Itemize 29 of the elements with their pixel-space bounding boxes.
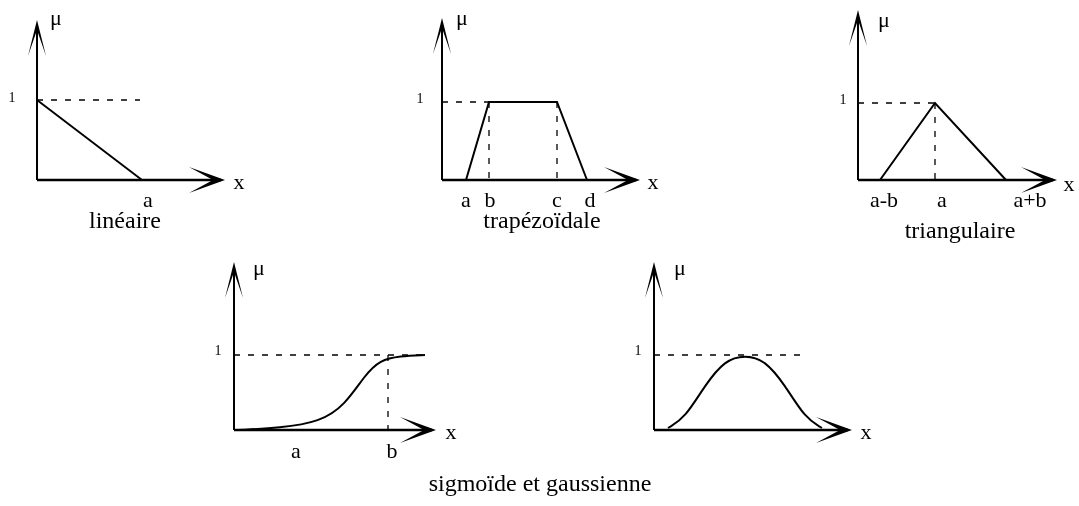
axis-label: μ — [878, 9, 890, 31]
axis-label: μ — [253, 257, 265, 279]
axis-label: μ — [50, 7, 62, 29]
tick-label: c — [552, 189, 562, 211]
axis-label: x — [233, 171, 245, 193]
axis-label: x — [445, 421, 457, 443]
chart-caption: linéaire — [89, 208, 161, 232]
tick-label: b — [484, 189, 496, 211]
tick-label: d — [584, 189, 596, 211]
tick-label: 1 — [634, 344, 642, 358]
tick-label: 1 — [839, 93, 847, 107]
tick-label: a — [461, 189, 471, 211]
chart-caption: trapézoïdale — [483, 208, 601, 232]
tick-label: 1 — [416, 92, 424, 106]
tick-label: a — [143, 189, 153, 211]
axis-label: x — [647, 171, 659, 193]
axis-label: x — [860, 421, 872, 443]
axis-label: μ — [456, 7, 468, 29]
axis-label: μ — [674, 257, 686, 279]
axis-label: x — [1063, 173, 1075, 195]
tick-label: a — [291, 440, 301, 462]
tick-label: a+b — [1013, 189, 1047, 211]
tick-label: a — [937, 189, 947, 211]
tick-label: a-b — [869, 189, 899, 211]
tick-label: 1 — [214, 344, 222, 358]
tick-label: 1 — [8, 91, 16, 105]
tick-label: b — [386, 440, 398, 462]
chart-caption: triangulaire — [904, 218, 1016, 242]
figure-caption: sigmoïde et gaussienne — [428, 471, 652, 495]
